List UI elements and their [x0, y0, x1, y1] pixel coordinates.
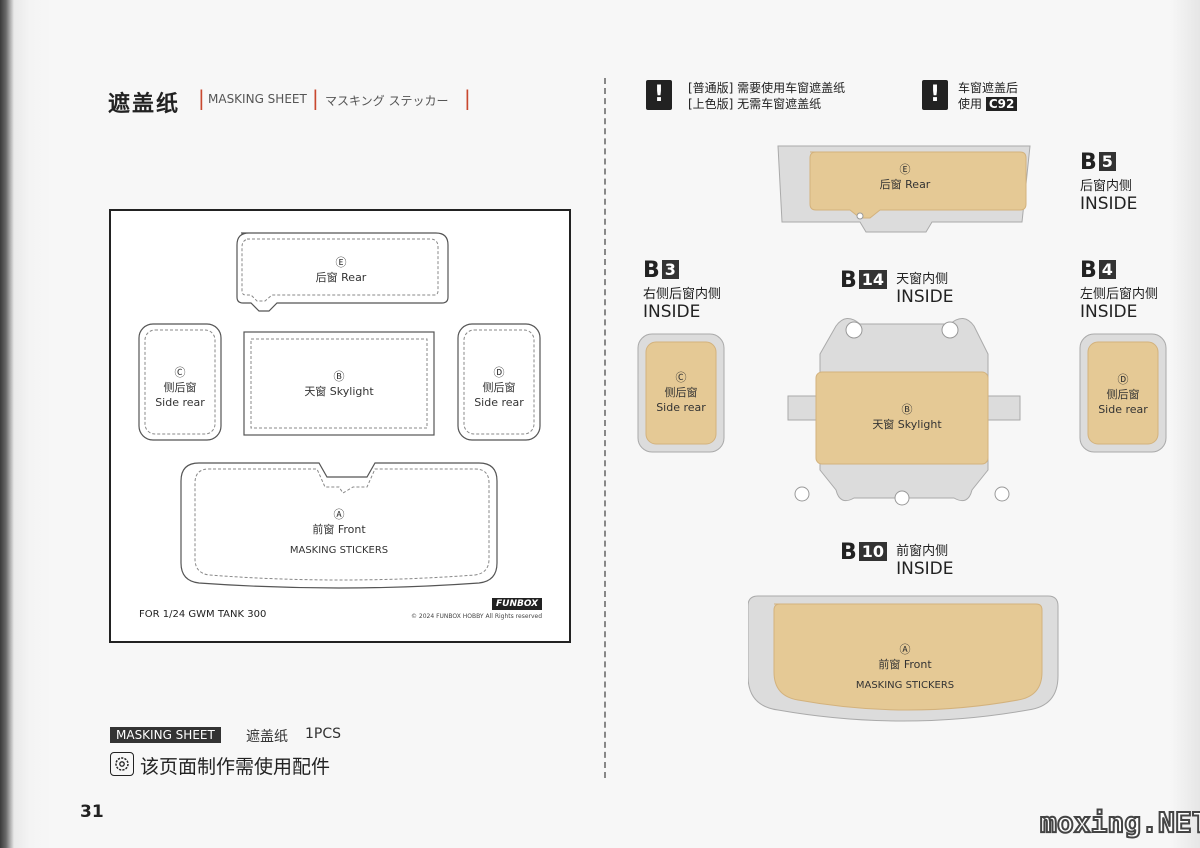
sheet-footer: FOR 1/24 GWM TANK 300: [139, 609, 267, 620]
step-b5-zh: 后窗内侧: [1080, 179, 1133, 194]
b10-part-name: 前窗 Front: [878, 658, 932, 671]
part-d-name-en: Side rear: [474, 396, 524, 409]
warning-2-line2: 使用: [958, 97, 983, 111]
step-b5-num: 5: [1098, 152, 1116, 171]
title-separator: |: [464, 86, 471, 110]
part-b-letter: Ⓑ: [333, 370, 345, 383]
left-side-window-illustration: [1079, 333, 1167, 453]
step-b14-zh: 天窗内侧: [896, 272, 949, 287]
b14-part-name: 天窗 Skylight: [872, 418, 942, 431]
watermark: moxing.NET: [1039, 805, 1200, 840]
step-b4-num: 4: [1098, 260, 1116, 279]
step-b3-en: INSIDE: [643, 302, 701, 322]
rear-window-illustration: [777, 145, 1031, 233]
part-e-letter: Ⓔ: [335, 256, 347, 269]
b3-part-letter: Ⓒ: [675, 371, 687, 384]
step-b14-num: 14: [858, 270, 888, 289]
step-b10-num: 10: [858, 542, 888, 561]
parts-name-zh: 遮盖纸: [246, 729, 288, 745]
part-a-label: Ⓐ 前窗 Front MASKING STICKERS: [269, 507, 409, 558]
part-e-label: Ⓔ 后窗 Rear: [291, 255, 391, 285]
warning-2-line1: 车窗遮盖后: [958, 81, 1019, 95]
page-edge: [1170, 0, 1200, 848]
warning-2: 车窗遮盖后 使用 C92: [958, 80, 1018, 112]
b5-part-label: Ⓔ 后窗 Rear: [860, 162, 950, 192]
b3-part-name-zh: 侧后窗: [664, 386, 698, 399]
step-b10-id: B: [840, 540, 857, 565]
b3-part-label: Ⓒ 侧后窗 Side rear: [640, 370, 722, 415]
warning-icon: !: [922, 80, 948, 110]
step-b4-en: INSIDE: [1080, 302, 1138, 322]
step-b3-zh: 右侧后窗内侧: [643, 287, 722, 302]
front-window-illustration: [748, 595, 1059, 722]
parts-tag: MASKING SHEET: [110, 727, 221, 743]
part-c-letter: Ⓒ: [174, 366, 186, 379]
b14-part-letter: Ⓑ: [901, 403, 913, 416]
part-d-label: Ⓓ 侧后窗 Side rear: [459, 365, 539, 410]
warning-1: [普通版] 需要使用车窗遮盖纸 [上色版] 无需车窗遮盖纸: [688, 80, 845, 112]
part-c-label: Ⓒ 侧后窗 Side rear: [140, 365, 220, 410]
b3-part-name-en: Side rear: [656, 401, 706, 414]
step-b3-id: B: [643, 258, 660, 283]
page-divider: [604, 78, 606, 778]
b4-part-name-zh: 侧后窗: [1106, 388, 1140, 401]
parts-note: 该页面制作需使用配件: [140, 756, 331, 778]
part-a-name: 前窗 Front: [312, 523, 366, 536]
part-a-letter: Ⓐ: [333, 508, 345, 521]
b4-part-name-en: Side rear: [1098, 403, 1148, 416]
masking-sheet-outlines: [138, 232, 541, 589]
page-title-en: MASKING SHEET: [208, 92, 307, 106]
step-b10-zh: 前窗内侧: [896, 544, 949, 559]
copyright: © 2024 FUNBOX HOBBY All Rights reserved: [411, 613, 543, 620]
part-d-letter: Ⓓ: [493, 366, 505, 379]
step-b4-zh: 左侧后窗内侧: [1080, 287, 1159, 302]
page-title-zh: 遮盖纸: [108, 92, 181, 117]
parts-qty: 1PCS: [305, 726, 342, 742]
part-a-sub: MASKING STICKERS: [289, 545, 389, 556]
gear-icon: [110, 752, 134, 776]
skylight-illustration: [787, 318, 1021, 506]
brand-logo: FUNBOX: [492, 598, 543, 610]
title-separator: |: [198, 86, 205, 110]
part-d-name-zh: 侧后窗: [482, 381, 516, 394]
part-c-name-zh: 侧后窗: [163, 381, 197, 394]
part-b-name: 天窗 Skylight: [304, 385, 374, 398]
warning-1-line2: [上色版] 无需车窗遮盖纸: [688, 97, 822, 111]
step-b3-num: 3: [661, 260, 679, 279]
masking-sheet: Ⓔ 后窗 Rear Ⓒ 侧后窗 Side rear Ⓑ 天窗 Skylight …: [109, 209, 571, 643]
b10-part-sub: MASKING STICKERS: [855, 680, 955, 691]
b10-part-label: Ⓐ 前窗 Front MASKING STICKERS: [840, 642, 970, 693]
step-b5-id: B: [1080, 150, 1097, 175]
step-b5-en: INSIDE: [1080, 194, 1138, 214]
b4-part-label: Ⓓ 侧后窗 Side rear: [1082, 372, 1164, 417]
part-e-name: 后窗 Rear: [315, 271, 367, 284]
b5-part-name: 后窗 Rear: [879, 178, 931, 191]
page-title-ja: マスキング ステッカー: [325, 94, 449, 108]
right-side-window-illustration: [637, 333, 725, 453]
step-b10-en: INSIDE: [896, 559, 954, 579]
page-number: 31: [80, 802, 104, 822]
warning-1-line1: [普通版] 需要使用车窗遮盖纸: [688, 81, 846, 95]
b14-part-label: Ⓑ 天窗 Skylight: [852, 402, 962, 432]
part-c92-badge: C92: [985, 97, 1018, 111]
step-b4-id: B: [1080, 258, 1097, 283]
b5-part-letter: Ⓔ: [899, 163, 911, 176]
step-b14-en: INSIDE: [896, 287, 954, 307]
step-b14-id: B: [840, 268, 857, 293]
b10-part-letter: Ⓐ: [899, 643, 911, 656]
title-separator: |: [312, 86, 319, 110]
part-b-label: Ⓑ 天窗 Skylight: [279, 369, 399, 399]
book-spine: [0, 0, 52, 848]
b4-part-letter: Ⓓ: [1117, 373, 1129, 386]
warning-icon: !: [646, 80, 672, 110]
part-c-name-en: Side rear: [155, 396, 205, 409]
